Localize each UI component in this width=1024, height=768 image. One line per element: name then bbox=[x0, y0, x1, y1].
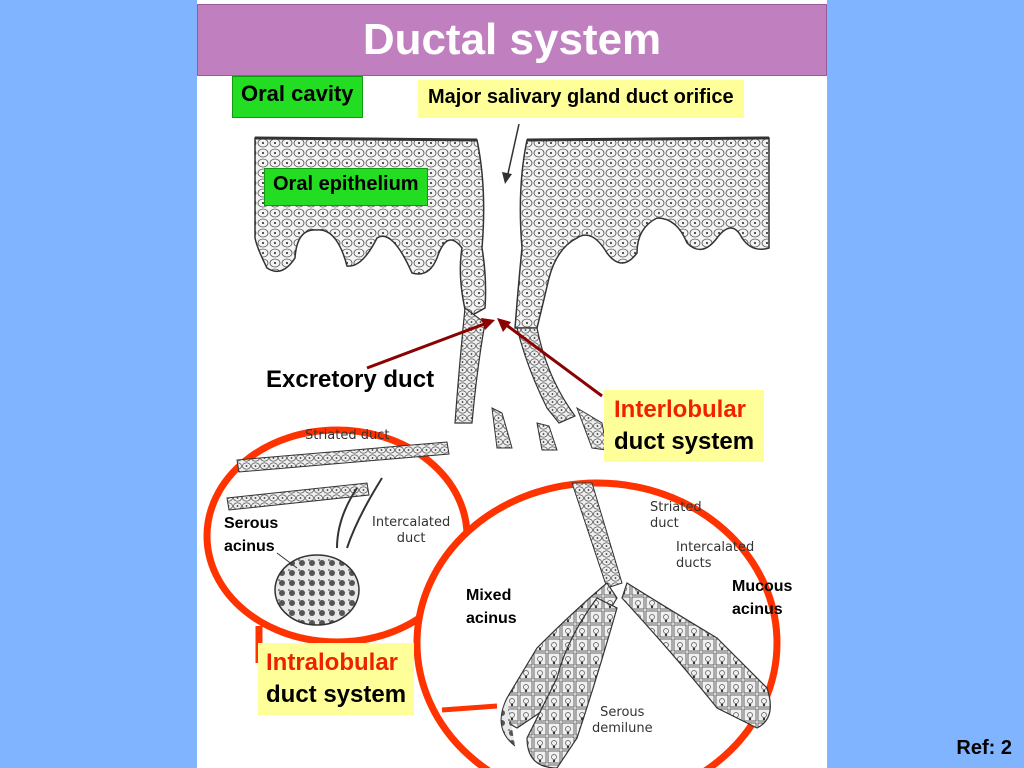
serous-acinus-line2: acinus bbox=[224, 538, 275, 555]
title-bar: Ductal system bbox=[197, 4, 827, 76]
fig-intercalated-duct-1-line2: duct bbox=[396, 531, 426, 546]
intralobular-connector-right bbox=[441, 703, 498, 713]
serous-acinus-label: Serous acinus bbox=[224, 512, 278, 558]
mucous-acinus-line1: Mucous bbox=[732, 578, 793, 595]
mucous-acinus-line2: acinus bbox=[732, 601, 783, 618]
fig-intercalated-ducts-2-line1: Intercalated bbox=[676, 540, 755, 555]
mixed-acinus-line1: Mixed bbox=[466, 587, 512, 604]
interlobular-line1: Interlobular bbox=[614, 396, 747, 423]
page-title: Ductal system bbox=[362, 15, 662, 64]
oral-epithelium-right bbox=[514, 136, 770, 329]
reference-label: Ref: 2 bbox=[956, 737, 1012, 759]
fig-serous-demilune-line1: Serous bbox=[600, 705, 645, 720]
intralobular-circle-right bbox=[413, 479, 781, 768]
orifice-arrow bbox=[506, 123, 520, 179]
excretory-duct-label: Excretory duct bbox=[266, 366, 435, 393]
major-orifice-label: Major salivary gland duct orifice bbox=[418, 80, 744, 118]
oral-epithelium-left bbox=[254, 136, 487, 320]
interlobular-label: Interlobular duct system bbox=[604, 390, 765, 462]
fig-serous-demilune: Serous demilune bbox=[592, 705, 653, 737]
intralobular-label: Intralobular duct system bbox=[258, 643, 415, 715]
intralobular-line2: duct system bbox=[266, 681, 407, 708]
fig-striated-duct-2-line2: duct bbox=[650, 516, 679, 531]
fig-striated-duct-1: Striated duct bbox=[305, 428, 390, 443]
fig-serous-demilune-line2: demilune bbox=[592, 721, 653, 736]
fig-intercalated-ducts-2-line2: ducts bbox=[676, 556, 712, 571]
excretory-arrows bbox=[366, 318, 603, 398]
intralobular-circle-left bbox=[203, 426, 471, 646]
serous-acinus-line1: Serous bbox=[224, 515, 279, 532]
fig-intercalated-duct-1: Intercalated duct bbox=[372, 515, 450, 547]
mixed-acinus-label: Mixed acinus bbox=[466, 584, 517, 630]
mixed-acinus-line2: acinus bbox=[466, 610, 517, 627]
excretory-duct-drawing bbox=[454, 306, 608, 451]
oral-cavity-label: Oral cavity bbox=[232, 76, 363, 118]
mucous-acinus-label: Mucous acinus bbox=[732, 575, 792, 621]
fig-striated-duct-2-line1: Striated bbox=[650, 500, 702, 515]
interlobular-line2: duct system bbox=[614, 428, 755, 455]
intralobular-line1: Intralobular bbox=[266, 649, 399, 676]
fig-intercalated-duct-1-line1: Intercalated bbox=[372, 515, 451, 530]
fig-intercalated-ducts-2: Intercalated ducts bbox=[676, 540, 754, 572]
ductal-diagram bbox=[203, 123, 781, 768]
oral-epithelium-label: Oral epithelium bbox=[264, 168, 428, 206]
fig-striated-duct-2: Striated duct bbox=[650, 500, 702, 532]
